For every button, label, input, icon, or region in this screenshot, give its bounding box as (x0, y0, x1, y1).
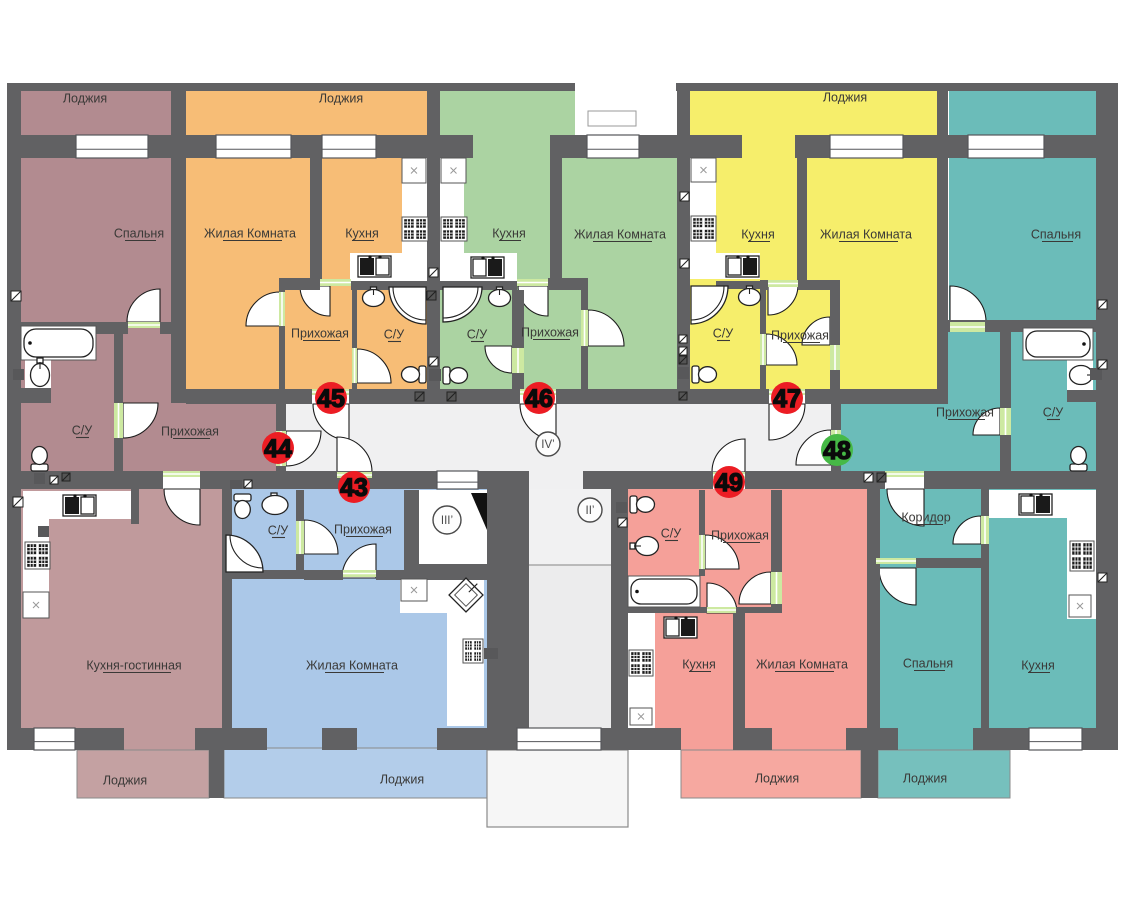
svg-text:Жилая Комната: Жилая Комната (306, 659, 398, 673)
svg-text:С/У: С/У (1043, 406, 1064, 420)
svg-text:Жилая Комната: Жилая Комната (574, 228, 666, 242)
svg-text:С/У: С/У (384, 328, 405, 342)
svg-text:Лоджия: Лоджия (319, 92, 363, 106)
svg-text:44: 44 (264, 435, 292, 463)
svg-text:Прихожая: Прихожая (521, 326, 579, 340)
svg-text:С/У: С/У (72, 424, 93, 438)
svg-text:Лоджия: Лоджия (103, 774, 147, 788)
svg-text:Кухня: Кухня (741, 228, 774, 242)
svg-text:Прихожая: Прихожая (936, 406, 994, 420)
svg-text:Лоджия: Лоджия (755, 772, 799, 786)
svg-text:Кухня: Кухня (492, 227, 525, 241)
svg-text:Спальня: Спальня (903, 657, 953, 671)
svg-text:Лоджия: Лоджия (823, 91, 867, 105)
svg-text:Кухня: Кухня (345, 227, 378, 241)
svg-text:49: 49 (715, 469, 743, 497)
svg-text:46: 46 (525, 385, 553, 413)
svg-text:Жилая Комната: Жилая Комната (820, 228, 912, 242)
svg-text:Лоджия: Лоджия (903, 772, 947, 786)
svg-text:43: 43 (340, 474, 368, 502)
svg-text:Кухня: Кухня (1021, 659, 1054, 673)
svg-text:45: 45 (317, 385, 345, 413)
svg-text:II’: II’ (586, 505, 595, 517)
svg-text:Спальня: Спальня (1031, 228, 1081, 242)
svg-text:Жилая Комната: Жилая Комната (204, 227, 296, 241)
svg-text:Прихожая: Прихожая (291, 327, 349, 341)
svg-text:Лоджия: Лоджия (380, 773, 424, 787)
svg-text:III’: III’ (441, 515, 453, 527)
svg-text:Прихожая: Прихожая (771, 329, 829, 343)
svg-text:Прихожая: Прихожая (711, 529, 769, 543)
svg-text:Кухня: Кухня (682, 658, 715, 672)
svg-text:Кухня-гостинная: Кухня-гостинная (86, 659, 181, 673)
svg-text:Прихожая: Прихожая (334, 523, 392, 537)
svg-text:С/У: С/У (713, 327, 734, 341)
svg-text:Прихожая: Прихожая (161, 425, 219, 439)
svg-text:Жилая Комната: Жилая Комната (756, 658, 848, 672)
svg-text:48: 48 (823, 437, 851, 465)
svg-text:Спальня: Спальня (114, 227, 164, 241)
svg-text:Коридор: Коридор (901, 511, 950, 525)
svg-text:С/У: С/У (467, 328, 488, 342)
svg-text:IV’: IV’ (541, 439, 554, 451)
svg-text:Лоджия: Лоджия (63, 92, 107, 106)
svg-text:С/У: С/У (268, 524, 289, 538)
svg-text:С/У: С/У (661, 527, 682, 541)
svg-text:47: 47 (773, 385, 801, 413)
